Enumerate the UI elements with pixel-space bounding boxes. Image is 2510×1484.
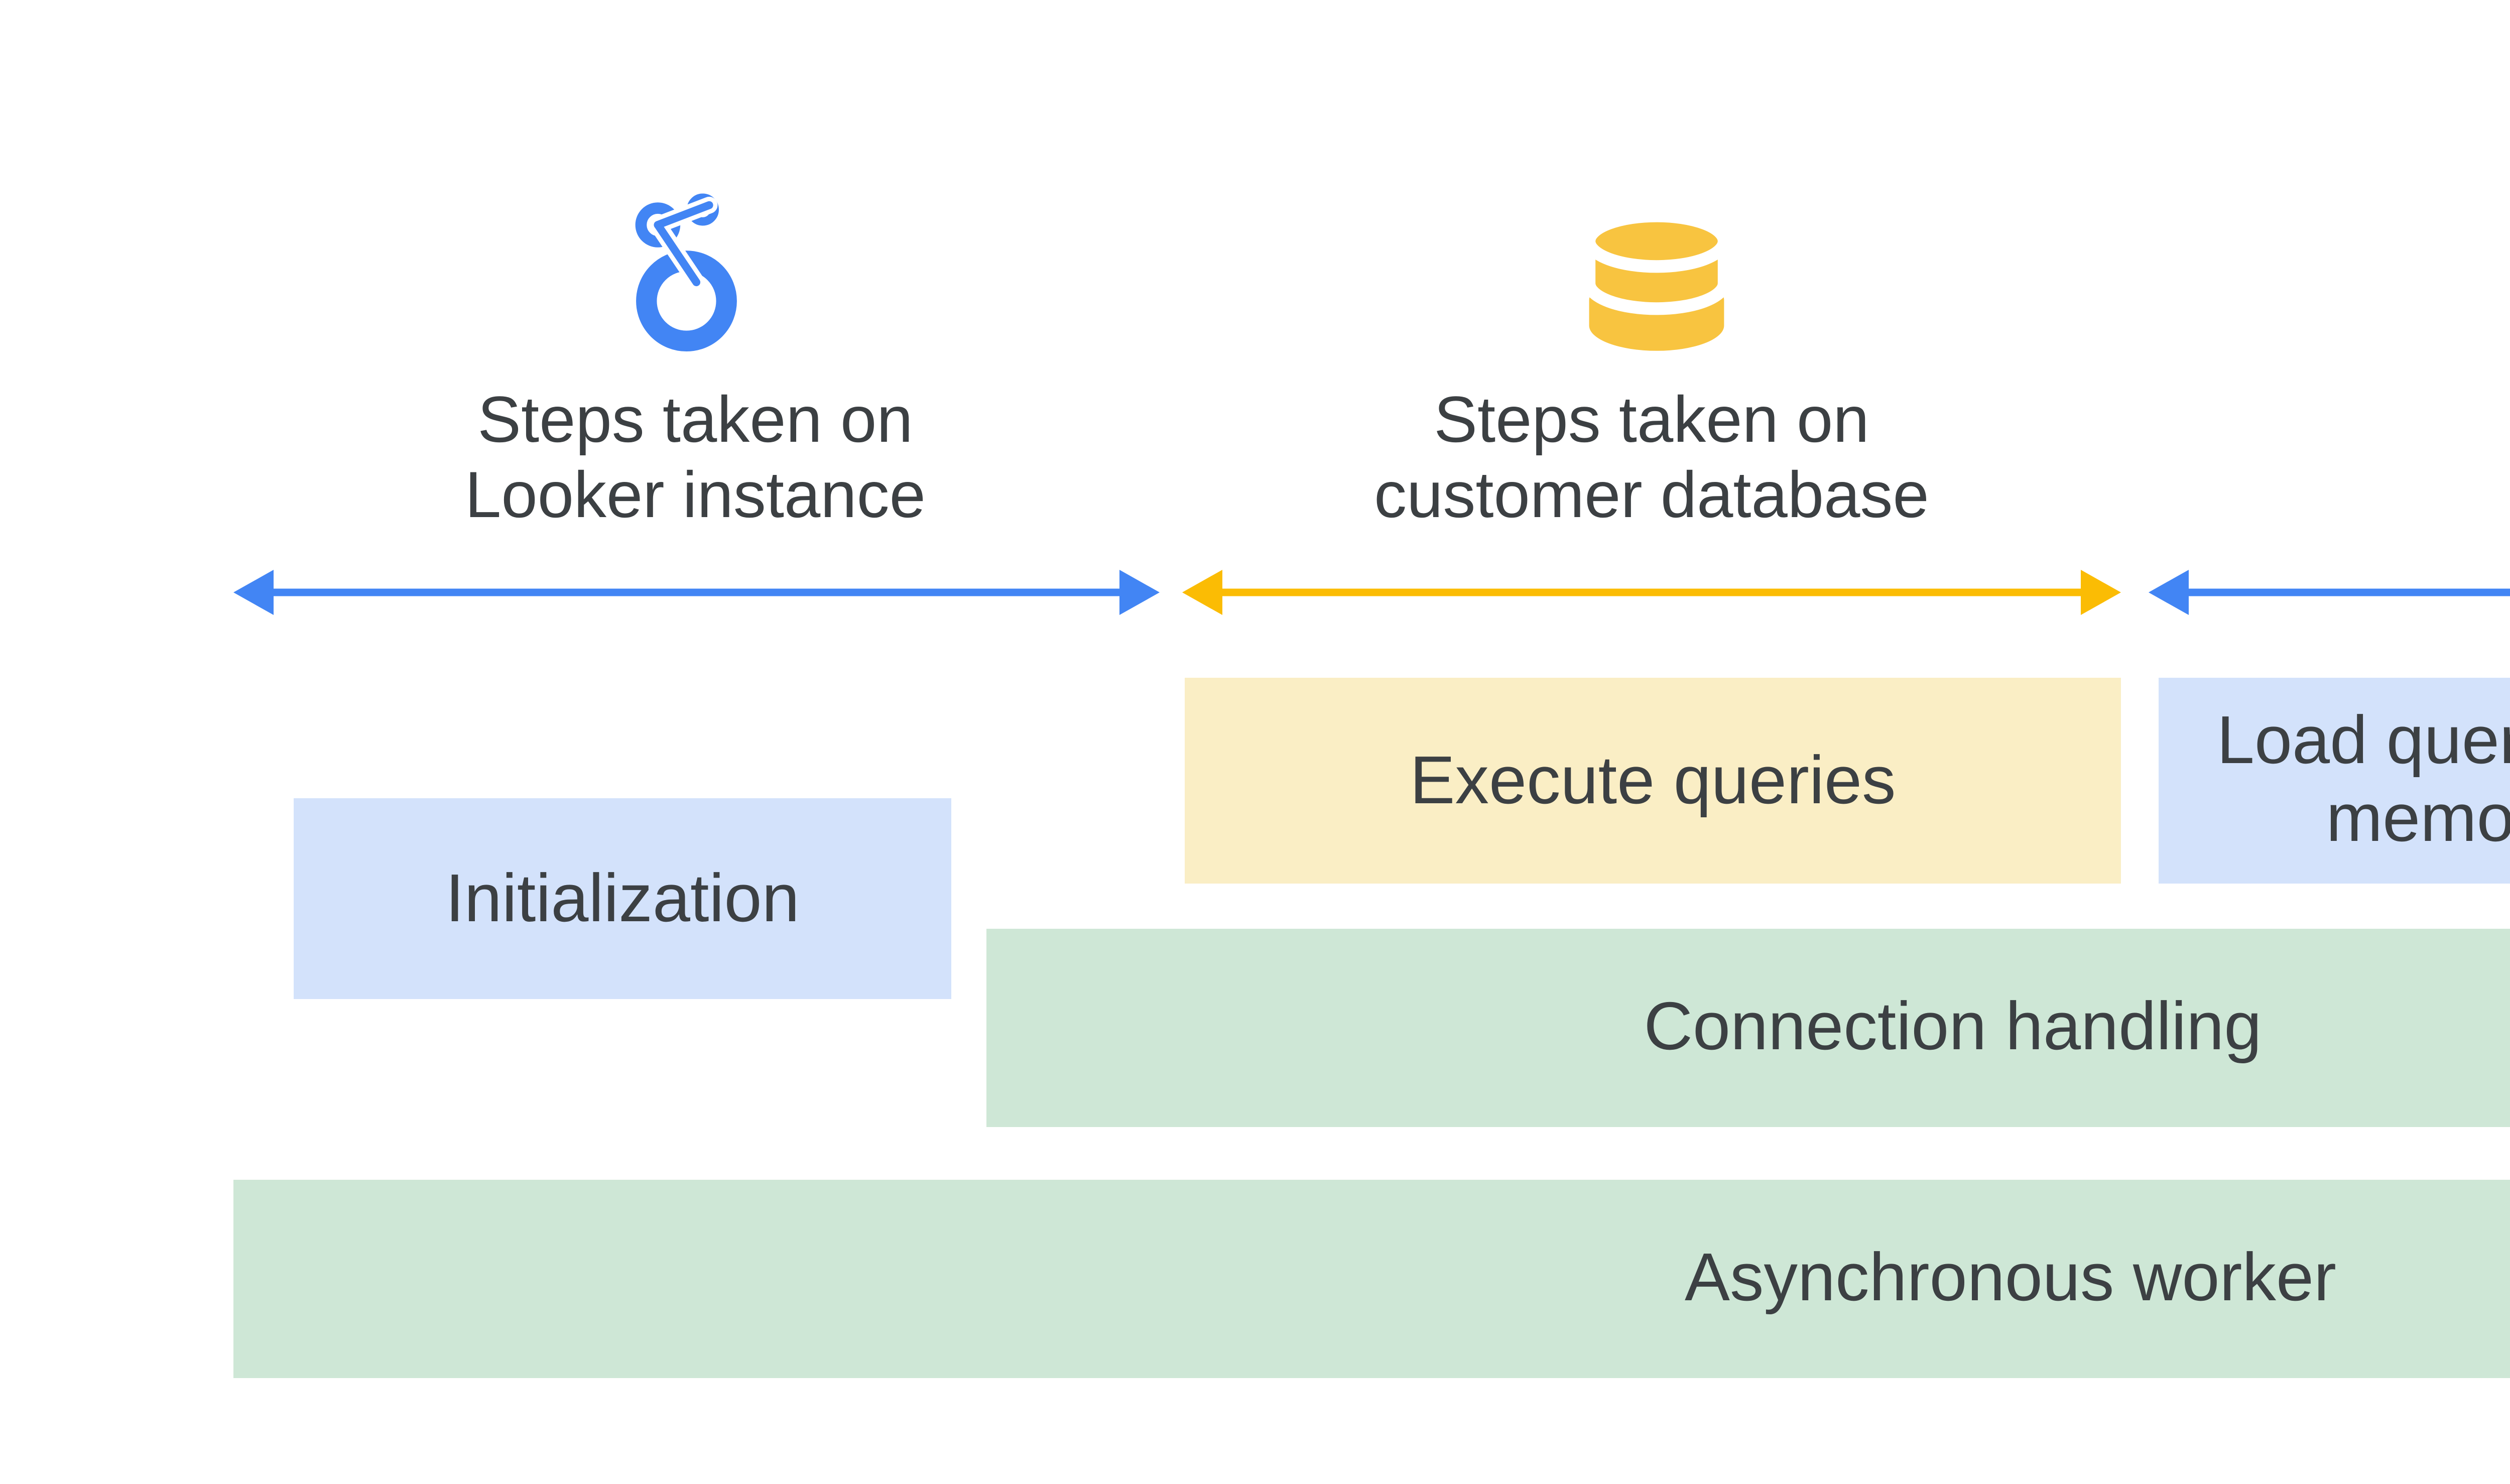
database-icon — [1586, 216, 1727, 351]
section-label-customer-database: Steps taken on customer database — [1250, 382, 2053, 532]
box-asynchronous-worker: Asynchronous worker — [233, 1180, 2510, 1378]
section-label-line: Steps taken on — [477, 382, 913, 457]
looker-icon — [635, 193, 737, 351]
box-label: Connection handling — [1644, 989, 2262, 1064]
box-label: Load queries in memory — [2216, 703, 2510, 856]
box-execute-queries: Execute queries — [1185, 678, 2121, 884]
section-label-line: Looker instance — [465, 457, 926, 532]
double-arrow-looker-left — [233, 570, 1160, 615]
section-label-line: Steps taken on — [1434, 382, 1869, 457]
box-label: Asynchronous worker — [1684, 1240, 2337, 1315]
section-label-line: customer database — [1374, 457, 1929, 532]
double-arrow-looker-right — [2149, 570, 2510, 615]
section-label-looker-left: Steps taken on Looker instance — [294, 382, 1097, 532]
double-arrow-customer-database — [1182, 570, 2121, 615]
box-connection-handling: Connection handling — [986, 929, 2510, 1127]
box-initialization: Initialization — [294, 798, 951, 999]
box-load-queries-in-memory: Load queries in memory — [2159, 678, 2510, 884]
box-label: Initialization — [445, 859, 800, 935]
box-label: Execute queries — [1410, 741, 1896, 817]
